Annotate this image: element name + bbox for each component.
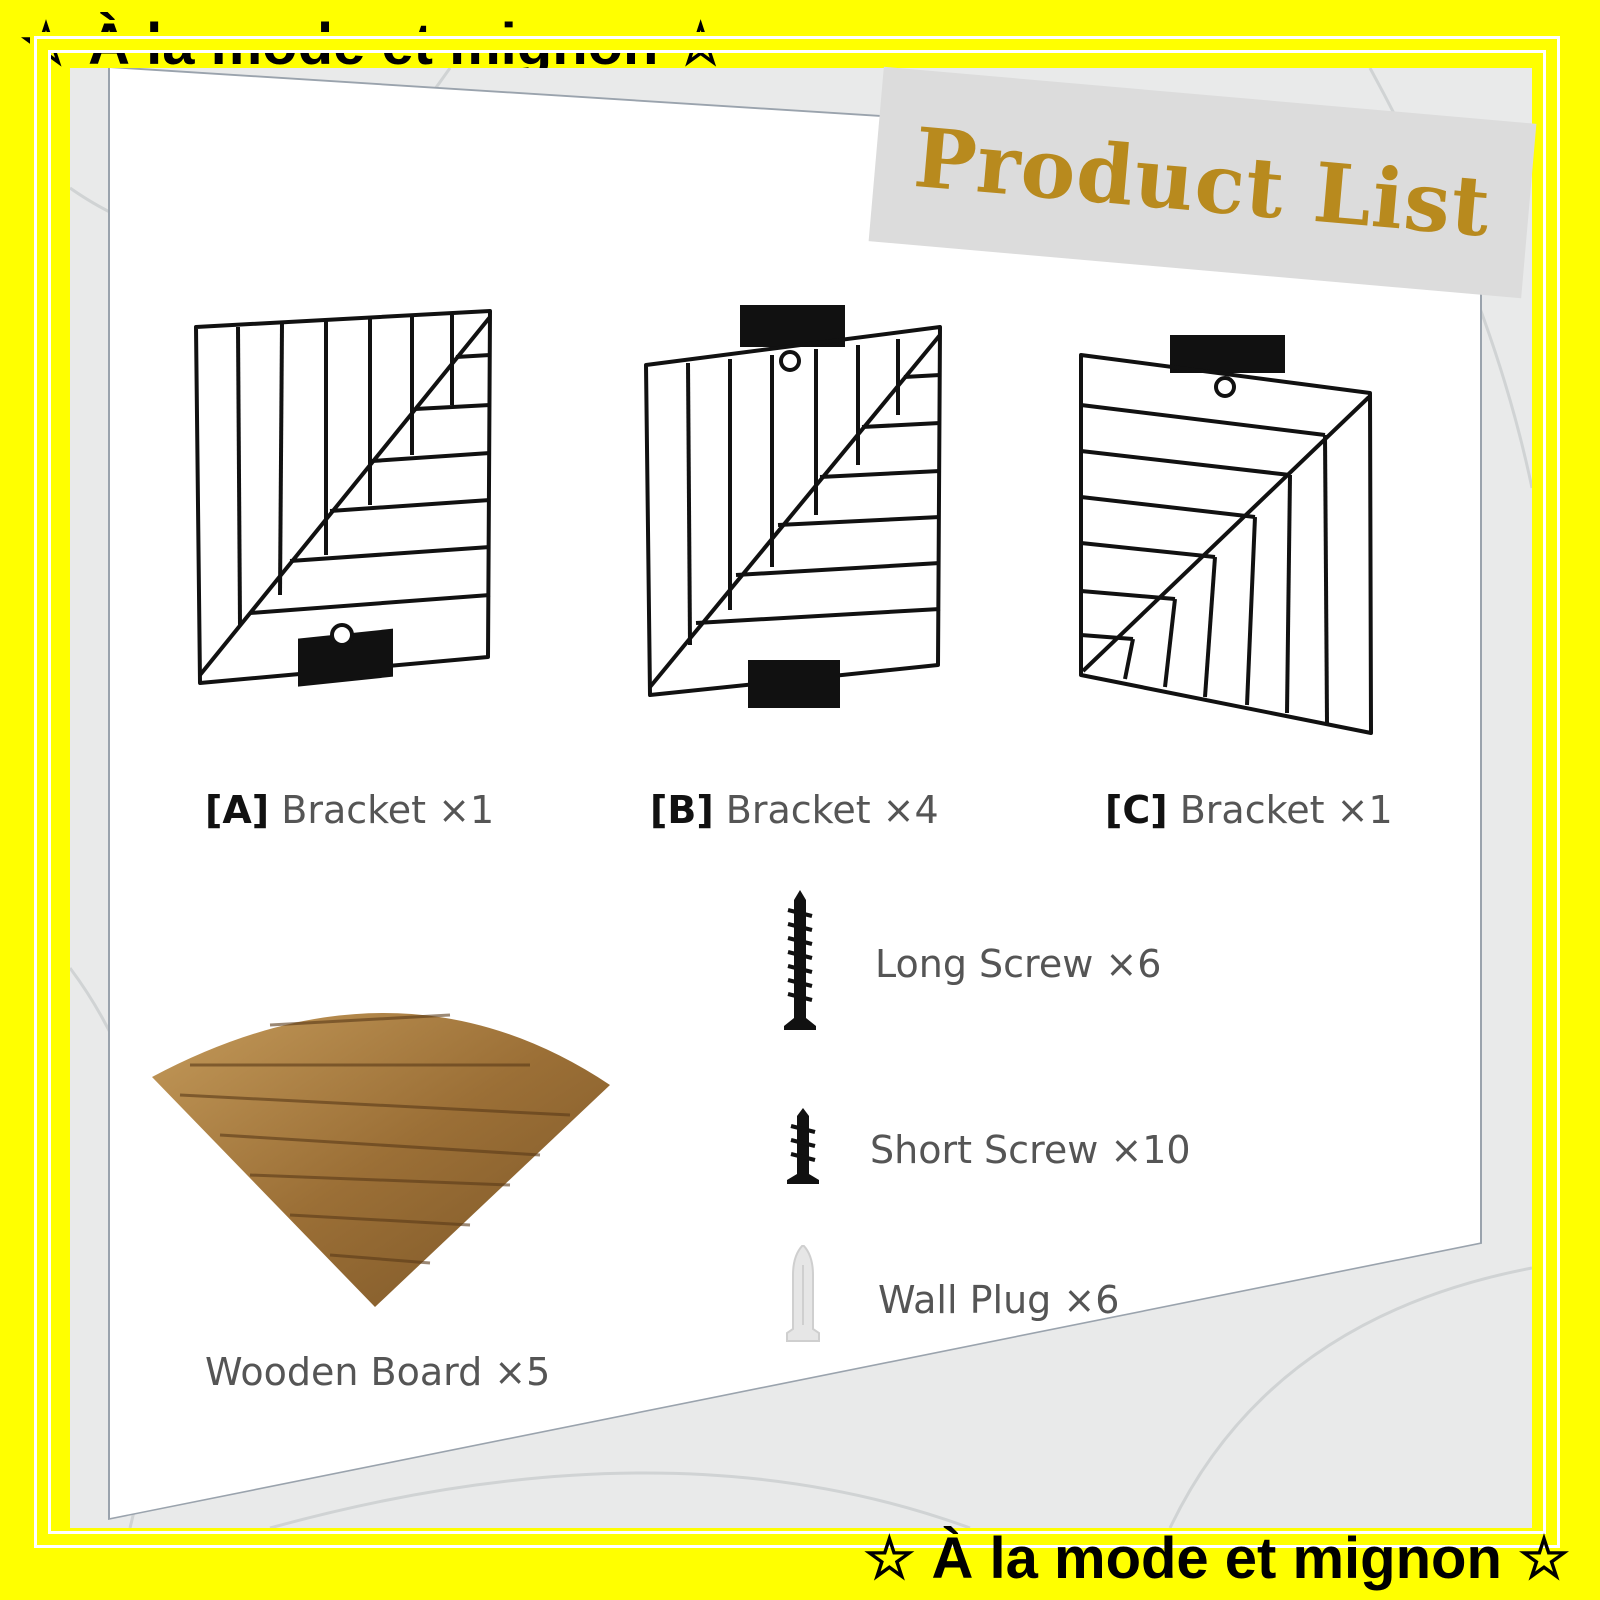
bracket-c-code: [C] (1105, 788, 1168, 832)
short-screw-label: Short Screw ×10 (870, 1128, 1191, 1172)
bracket-c-label: [C] Bracket ×1 (1105, 788, 1393, 832)
bracket-b-code: [B] (650, 788, 714, 832)
wooden-board-label: Wooden Board ×5 (205, 1350, 551, 1394)
bracket-b-image (644, 305, 942, 708)
decorative-frame (30, 32, 1564, 1552)
bracket-c-image (1079, 335, 1373, 735)
bracket-a-image (194, 309, 492, 687)
wall-plug-label: Wall Plug ×6 (878, 1278, 1120, 1322)
banner-bottom: ☆ À la mode et mignon ☆ (863, 1526, 1570, 1591)
bracket-b-label: [B] Bracket ×4 (650, 788, 939, 832)
bracket-a-text: Bracket ×1 (281, 788, 495, 832)
wooden-board-image (152, 1012, 610, 1307)
short-screw-image (787, 1108, 819, 1184)
bracket-b-text: Bracket ×4 (725, 788, 939, 832)
bracket-a-code: [A] (205, 788, 270, 832)
wall-plug-image (786, 1245, 820, 1342)
long-screw-label: Long Screw ×6 (875, 942, 1162, 986)
long-screw-image (784, 890, 816, 1030)
banner-top: ☆ À la mode et mignon ☆ (20, 12, 727, 77)
bracket-c-text: Bracket ×1 (1179, 788, 1393, 832)
bracket-a-label: [A] Bracket ×1 (205, 788, 494, 832)
